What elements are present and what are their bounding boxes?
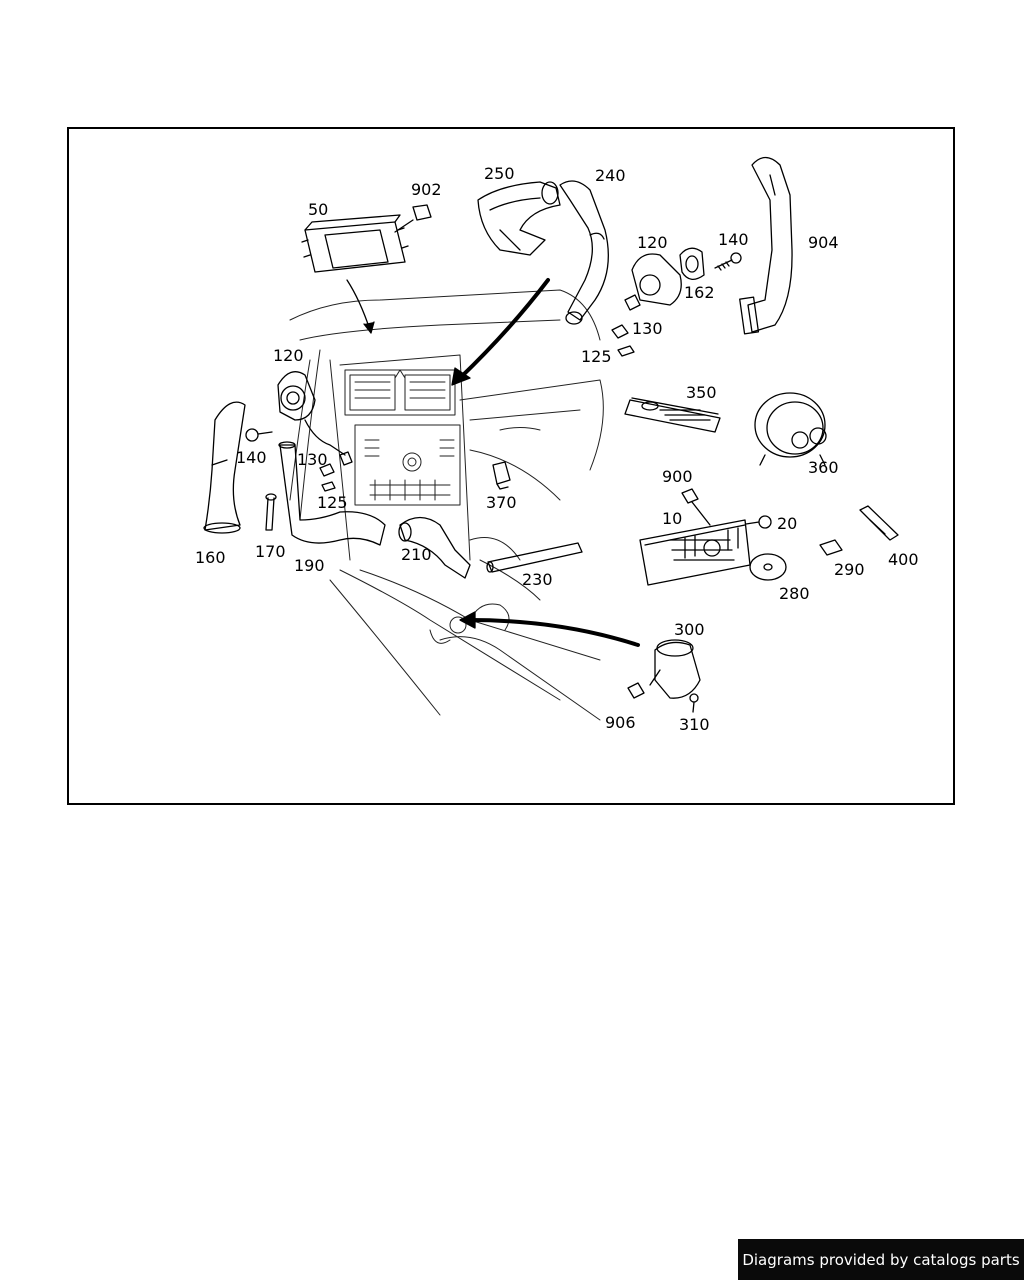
callout-190: 190 [294,556,325,575]
part-130-125-clips-top [611,324,635,357]
part-240-duct [559,180,609,325]
callout-140-top: 140 [718,230,749,249]
callout-125-top: 125 [581,347,612,366]
part-20-screw [745,515,772,529]
part-160-duct [203,401,246,534]
part-162-ring [679,247,705,280]
part-170-pin [265,493,277,531]
arrow-display [346,279,371,331]
callout-290: 290 [834,560,865,579]
part-190-duct [278,441,386,546]
callout-210: 210 [401,545,432,564]
callout-350: 350 [686,383,717,402]
arrow-duct [458,278,550,380]
part-360-speaker [754,392,827,466]
callout-400: 400 [888,550,919,569]
arrows [346,278,640,647]
arrow-console-head [459,611,476,629]
part-902-plug [394,204,432,233]
part-120-blower-top [624,253,682,311]
callout-120-left: 120 [273,346,304,365]
part-900-plug [681,488,711,526]
dashboard-sketch [289,289,604,721]
callout-906: 906 [605,713,636,732]
credit-banner: Diagrams provided by catalogs parts [738,1239,1024,1280]
part-140-screw-top [714,252,742,271]
part-290-card [819,539,843,556]
part-230-trim [486,542,583,573]
callout-300: 300 [674,620,705,639]
callout-130-top: 130 [632,319,663,338]
part-140-screw-left [245,428,273,442]
callout-170: 170 [255,542,286,561]
part-370-clip [492,461,511,490]
arrow-console [468,618,640,647]
callout-50: 50 [308,200,329,219]
callout-900: 900 [662,467,693,486]
callout-10: 10 [662,509,683,528]
callout-125-left: 125 [317,493,348,512]
part-280-disc [749,553,787,581]
part-400-stick [859,505,899,541]
callout-904: 904 [808,233,839,252]
part-300-controller [649,639,701,699]
part-210-duct [398,516,471,579]
diagram-frame [67,127,955,805]
callout-370: 370 [486,493,517,512]
part-310-screw [689,693,699,713]
part-906-plug [627,682,645,699]
callout-360: 360 [808,458,839,477]
part-10-control-unit [639,519,751,586]
part-50-display [301,214,409,273]
callout-140-left: 140 [236,448,267,467]
part-120-blower-left [277,371,346,456]
arrow-display-head [363,321,375,334]
callout-162: 162 [684,283,715,302]
callout-902: 902 [411,180,442,199]
callout-230: 230 [522,570,553,589]
callout-160: 160 [195,548,226,567]
callout-20: 20 [777,514,798,533]
part-130-125-clips-left [319,451,353,492]
callout-310: 310 [679,715,710,734]
part-904-duct [739,156,793,335]
callout-240: 240 [595,166,626,185]
callout-120-top: 120 [637,233,668,252]
part-350-remote [624,397,721,433]
part-250-duct [477,181,561,256]
callout-280: 280 [779,584,810,603]
arrow-duct-head [451,367,471,386]
callout-130-left: 130 [297,450,328,469]
callout-250: 250 [484,164,515,183]
